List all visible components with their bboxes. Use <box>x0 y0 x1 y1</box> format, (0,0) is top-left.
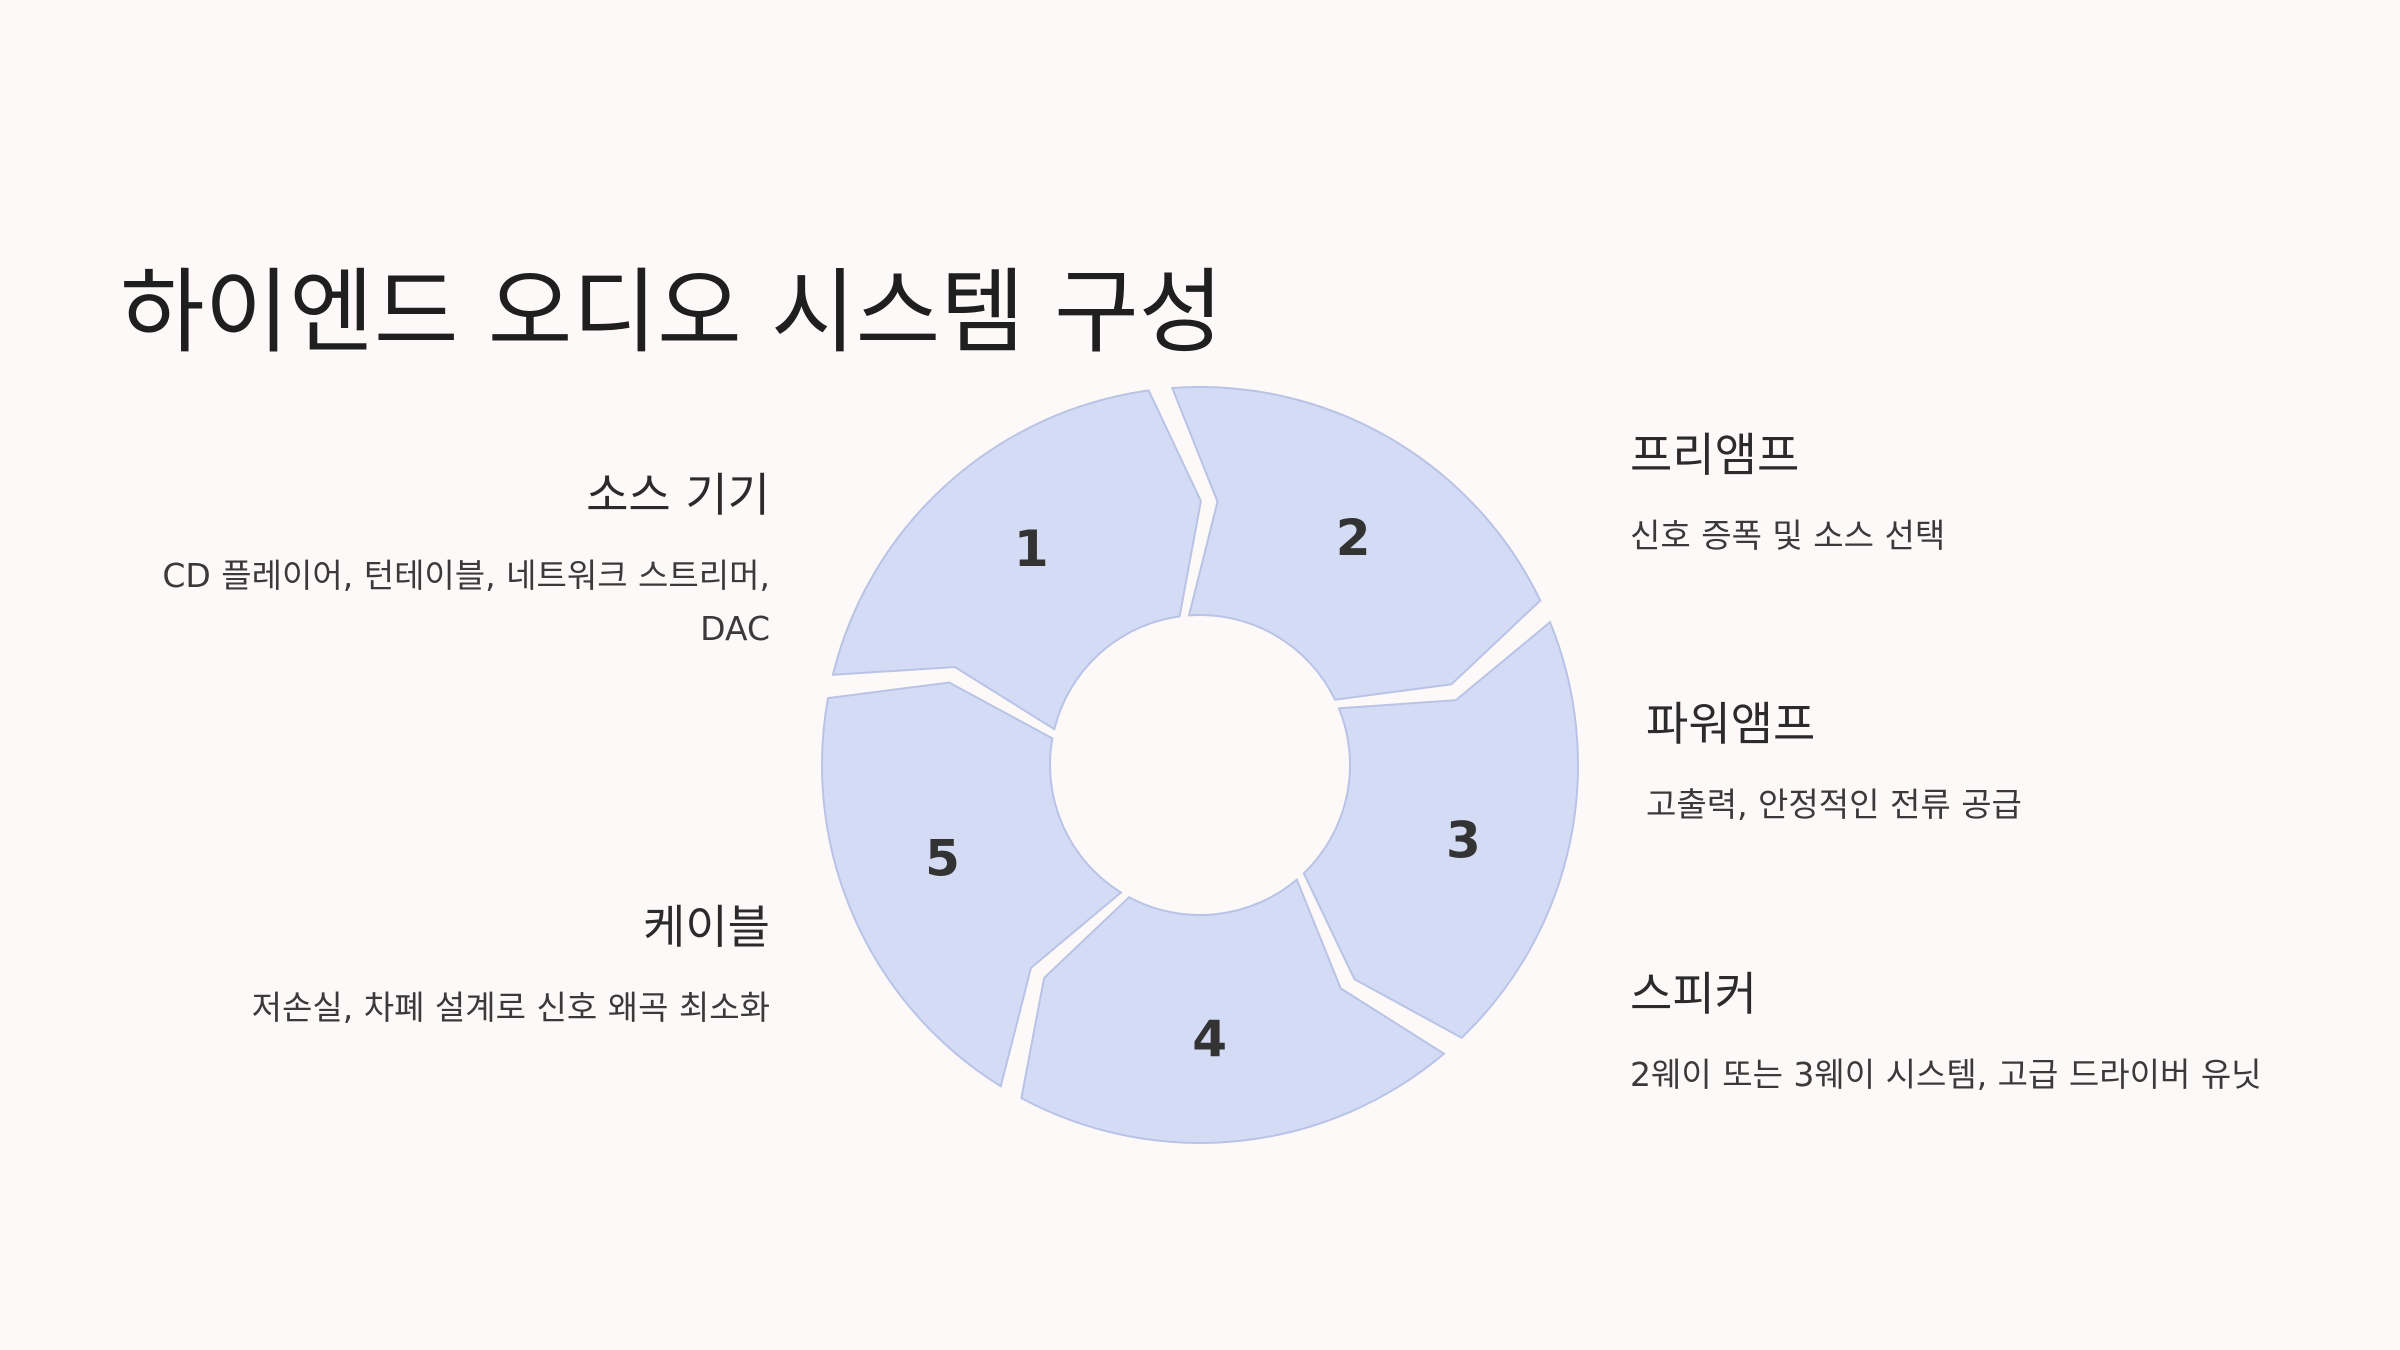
step-2-label: 프리앰프 신호 증폭 및 소스 선택 <box>1630 428 1945 562</box>
step-3-title: 파워앰프 <box>1646 697 1816 751</box>
cycle-segment-2-number: 2 <box>1336 509 1371 567</box>
step-1-description-line-1: CD 플레이어, 턴테이블, 네트워크 스트리머, <box>162 556 770 596</box>
cycle-segment-1 <box>831 389 1202 731</box>
step-5-title: 케이블 <box>643 900 770 954</box>
cycle-segment-3 <box>1302 620 1579 1040</box>
step-4-title: 스피커 <box>1630 967 1757 1021</box>
step-1-title: 소스 기기 <box>586 468 770 522</box>
page-title: 하이엔드 오디오 시스템 구성 <box>120 258 1224 366</box>
step-2-title: 프리앰프 <box>1630 428 1800 482</box>
step-1-label: 소스 기기 CD 플레이어, 턴테이블, 네트워크 스트리머, DAC <box>162 468 770 655</box>
step-3-description: 고출력, 안정적인 전류 공급 <box>1646 785 2022 825</box>
cycle-segment-4 <box>1020 877 1446 1144</box>
step-4-label: 스피커 2웨이 또는 3웨이 시스템, 고급 드라이버 유닛 <box>1630 967 2262 1101</box>
cycle-segment-5-number: 5 <box>925 830 960 888</box>
step-5-description: 저손실, 차폐 설계로 신호 왜곡 최소화 <box>251 988 770 1028</box>
step-3-label: 파워앰프 고출력, 안정적인 전류 공급 <box>1646 697 2022 831</box>
cycle-segment-3-number: 3 <box>1446 812 1481 870</box>
cycle-segment-1-number: 1 <box>1014 520 1049 578</box>
cycle-segment-5 <box>821 681 1123 1088</box>
step-5-label: 케이블 저손실, 차폐 설계로 신호 왜곡 최소화 <box>252 900 770 1034</box>
cycle-segment-4-number: 4 <box>1192 1010 1227 1068</box>
step-4-description: 2웨이 또는 3웨이 시스템, 고급 드라이버 유닛 <box>1630 1055 2262 1095</box>
step-1-description: CD 플레이어, 턴테이블, 네트워크 스트리머, DAC <box>162 549 770 655</box>
cycle-segment-2 <box>1170 386 1542 701</box>
step-1-description-line-2: DAC <box>700 609 770 649</box>
step-2-description: 신호 증폭 및 소스 선택 <box>1630 516 1946 556</box>
